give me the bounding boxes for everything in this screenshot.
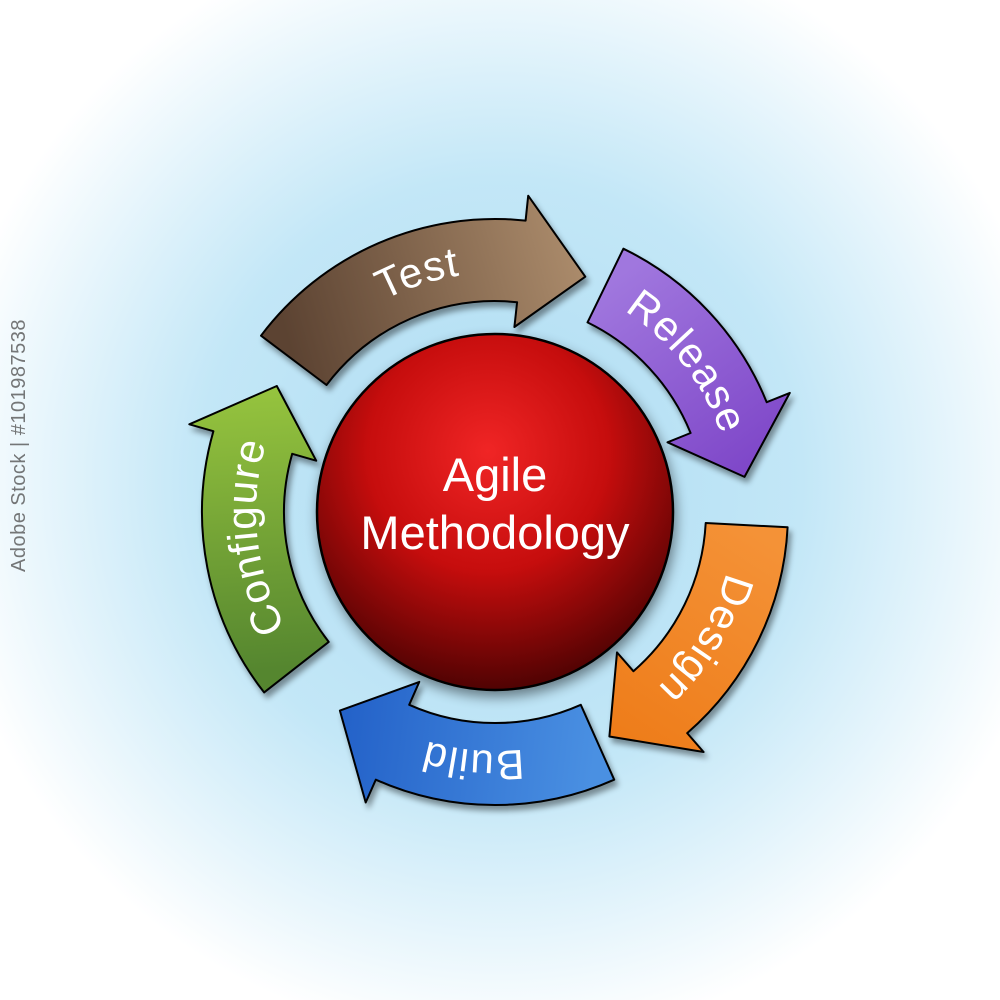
arrow-design xyxy=(608,522,789,753)
arrow-label-build: Build xyxy=(417,732,526,789)
center-circle xyxy=(315,332,675,692)
center-title-line1: Agile xyxy=(443,448,548,501)
arrow-build xyxy=(338,680,616,807)
arrow-configure xyxy=(188,385,330,694)
arrow-test xyxy=(260,194,587,386)
arrow-release xyxy=(586,247,791,478)
center-title-line2: Methodology xyxy=(360,506,630,559)
